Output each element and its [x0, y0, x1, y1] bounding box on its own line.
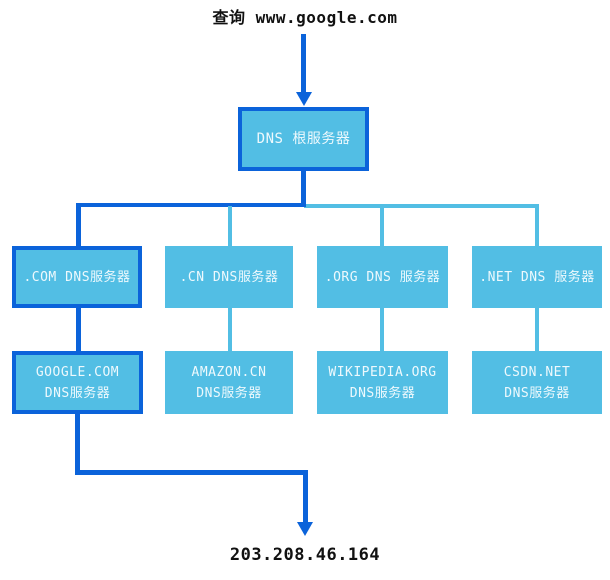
node-label-line1: CSDN.NET [503, 364, 571, 380]
node-com-dns-server: .COM DNS服务器 [12, 246, 142, 308]
node-label-line1: GOOGLE.COM [35, 364, 120, 380]
bus-line-left [76, 203, 306, 207]
connector-net-to-csdn [535, 308, 539, 352]
node-label-line1: WIKIPEDIA.ORG [328, 364, 437, 380]
node-net-dns-server: .NET DNS 服务器 [472, 246, 602, 308]
connector-root-down [301, 171, 306, 205]
node-amazon-cn-dns-server: AMAZON.CN DNS服务器 [165, 351, 293, 414]
query-to-root-line [301, 34, 306, 96]
node-csdn-net-dns-server: CSDN.NET DNS服务器 [472, 351, 602, 414]
result-path-down-1 [75, 414, 80, 475]
connector-org-to-wikipedia [380, 308, 384, 352]
node-dns-root-server: DNS 根服务器 [238, 107, 369, 171]
node-label: .NET DNS 服务器 [479, 269, 595, 285]
query-title: 查询 www.google.com [212, 8, 398, 27]
result-path-across [75, 470, 308, 475]
node-label-line2: DNS服务器 [196, 385, 262, 401]
node-label: DNS 根服务器 [256, 130, 351, 147]
connector-com-to-google [76, 308, 81, 352]
connector-bus-to-net [535, 206, 539, 247]
connector-cn-to-amazon [228, 308, 232, 352]
node-label-line2: DNS服务器 [349, 385, 416, 401]
node-org-dns-server: .ORG DNS 服务器 [317, 246, 448, 308]
resolved-ip: 203.208.46.164 [229, 545, 381, 565]
query-arrow-head-icon [296, 92, 312, 106]
node-label: .ORG DNS 服务器 [324, 269, 441, 285]
result-path-down-2 [303, 470, 308, 524]
node-label-line2: DNS服务器 [44, 385, 111, 401]
node-google-com-dns-server: GOOGLE.COM DNS服务器 [12, 351, 143, 414]
connector-bus-to-com [76, 203, 81, 247]
node-wikipedia-org-dns-server: WIKIPEDIA.ORG DNS服务器 [317, 351, 448, 414]
bus-line-right [304, 204, 539, 208]
node-label: .COM DNS服务器 [23, 269, 131, 285]
result-arrow-head-icon [297, 522, 313, 536]
node-cn-dns-server: .CN DNS服务器 [165, 246, 293, 308]
node-label-line2: DNS服务器 [504, 385, 570, 401]
connector-bus-to-cn [228, 206, 232, 247]
connector-bus-to-org [380, 206, 384, 247]
node-label-line1: AMAZON.CN [191, 364, 267, 380]
node-label: .CN DNS服务器 [179, 269, 279, 285]
